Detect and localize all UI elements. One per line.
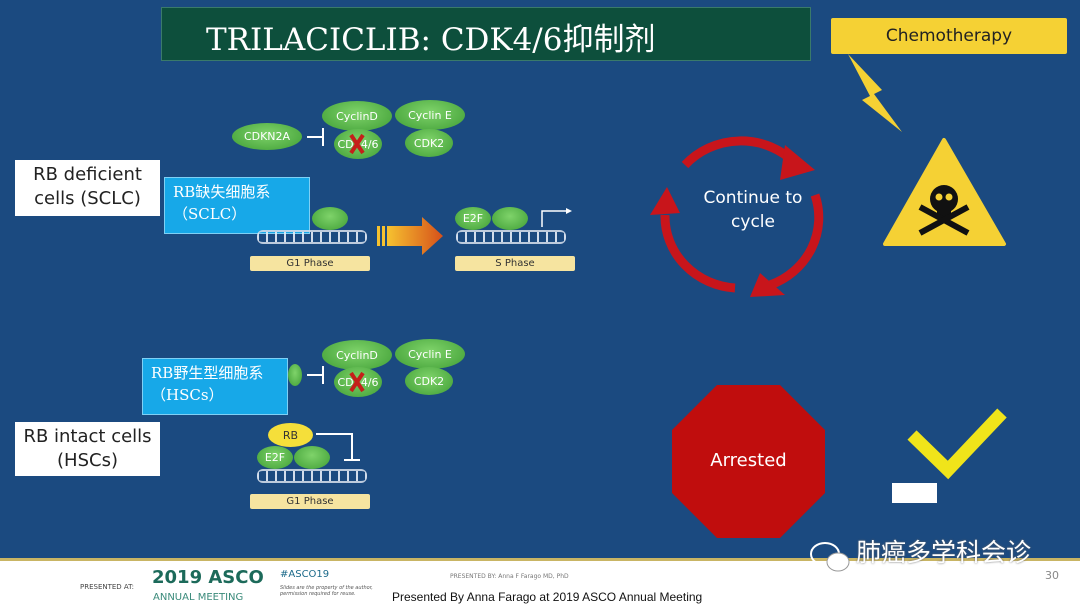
hazard-skull-icon: [883, 138, 1006, 246]
dna-strand: [257, 469, 367, 483]
continue-to-cycle-label: Continue to cycle: [703, 188, 803, 232]
progress-arrow-icon: [377, 217, 443, 255]
chemotherapy-label: Chemotherapy: [831, 18, 1067, 54]
s-phase-label: S Phase: [455, 256, 575, 271]
g1-phase-label: G1 Phase: [250, 494, 370, 509]
protein-blob: [294, 446, 330, 469]
x-mark-icon: [349, 133, 365, 155]
hashtag-label: #ASCO19: [280, 569, 330, 580]
x-mark-icon: [349, 371, 365, 393]
rb-intact-cn-label: RB野生型细胞系（HSCs）: [142, 358, 288, 415]
notice-label: Slides are the property of the author, p…: [280, 585, 373, 597]
asco-logo: 2019 ASCO: [152, 567, 264, 588]
inhibition-icon: [316, 433, 360, 461]
stop-sign-icon: [672, 385, 825, 538]
cyclind-protein: CyclinD: [322, 340, 392, 370]
transcription-arrow-icon: [541, 208, 572, 227]
cdk2-protein: CDK2: [405, 129, 453, 157]
presented-at-label: PRESENTED AT:: [80, 583, 135, 591]
e2f-protein: E2F: [455, 207, 491, 230]
page-number: 30: [1045, 569, 1059, 582]
protein-blob: [312, 207, 348, 230]
protein-blob: [492, 207, 528, 230]
cycline-protein: Cyclin E: [395, 339, 465, 369]
footer: PRESENTED AT: 2019 ASCO ANNUAL MEETING #…: [0, 558, 1080, 608]
rb-deficient-cells-label: RB deficient cells (SCLC): [15, 160, 160, 216]
dna-strand: [257, 230, 367, 244]
cdkn2a-protein: CDKN2A: [232, 123, 302, 150]
rb-deficient-cn-label: RB缺失细胞系（SCLC）: [164, 177, 310, 234]
inhibition-icon: [307, 366, 324, 384]
wechat-icon: [810, 542, 850, 572]
dna-strand: [456, 230, 566, 244]
inhibition-icon: [307, 128, 324, 146]
cyclind-protein: CyclinD: [322, 101, 392, 131]
annual-meeting-label: ANNUAL MEETING: [153, 592, 244, 603]
lightning-icon: [848, 54, 902, 132]
arrested-label: Arrested: [710, 450, 787, 471]
g1-phase-label: G1 Phase: [250, 256, 370, 271]
cycline-protein: Cyclin E: [395, 100, 465, 130]
watermark: 肺癌多学科会诊: [856, 538, 1032, 567]
caption: Presented By Anna Farago at 2019 ASCO An…: [392, 590, 703, 604]
cdk2-protein: CDK2: [405, 367, 453, 395]
cycle-arrows-icon: [650, 136, 824, 297]
rb-protein: RB: [268, 423, 313, 447]
e2f-protein: E2F: [257, 446, 293, 469]
checkmark-icon: [892, 408, 1007, 503]
protein-blob: [288, 364, 302, 386]
presented-by-label: PRESENTED BY: Anna F Farago MD, PhD: [450, 573, 569, 580]
slide-title: TRILACICLIB: CDK4/6抑制剂: [161, 7, 811, 61]
rb-intact-cells-label: RB intact cells (HSCs): [15, 422, 160, 476]
